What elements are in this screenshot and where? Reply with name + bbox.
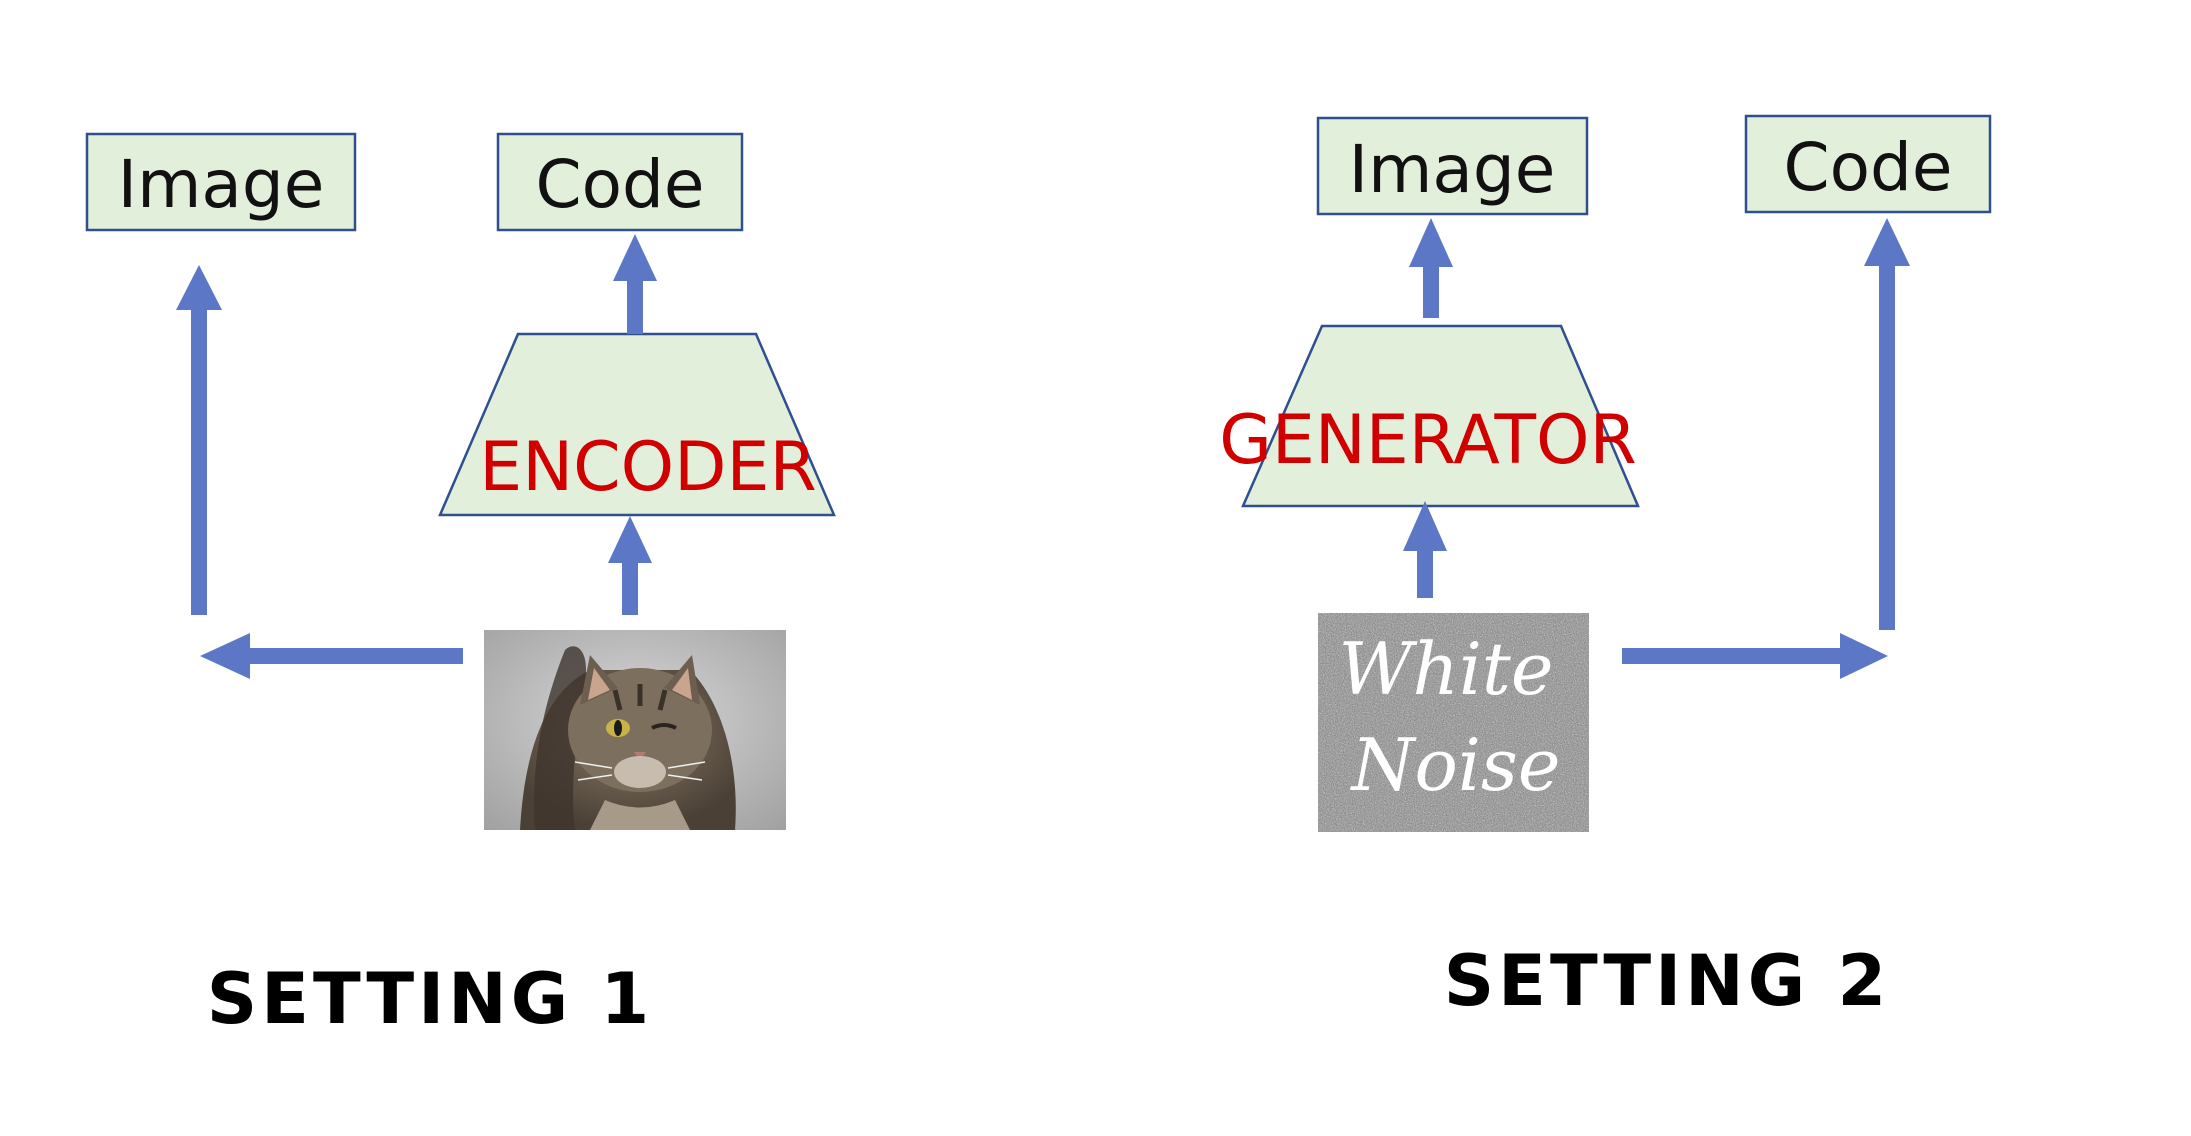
arrow-encoder-to-code: [613, 234, 657, 334]
arrow-noise-to-generator: [1403, 501, 1447, 598]
setting2-code-box: Code: [1744, 114, 1992, 214]
cat-photo: [484, 630, 786, 830]
setting1-image-label: Image: [118, 146, 325, 223]
noise-label-white: White: [1339, 627, 1554, 711]
encoder-label: ENCODER: [479, 428, 816, 507]
encoder-block: ENCODER: [438, 332, 836, 517]
noise-label-noise: Noise: [1350, 723, 1561, 807]
setting-1-caption: SETTING 1: [207, 958, 654, 1040]
setting-2-caption: SETTING 2: [1444, 940, 1891, 1022]
setting2-code-label: Code: [1784, 129, 1953, 206]
arrow-noise-to-code: [1622, 218, 1910, 679]
cat-head-shape: [568, 668, 712, 792]
arrow-generator-to-image: [1409, 218, 1453, 318]
setting2-image-box: Image: [1316, 116, 1589, 216]
arrow-cat-to-encoder: [608, 516, 652, 615]
setting2-image-label: Image: [1349, 131, 1556, 208]
generator-label: GENERATOR: [1219, 401, 1637, 480]
setting1-image-box: Image: [85, 132, 357, 232]
white-noise-image: White Noise: [1318, 613, 1589, 832]
generator-block: GENERATOR: [1219, 324, 1640, 508]
setting1-code-label: Code: [536, 146, 705, 223]
arrow-cat-to-image: [176, 265, 463, 679]
setting1-code-box: Code: [496, 132, 744, 232]
setting-1-group: Image Code ENCODER: [85, 132, 836, 830]
setting-2-group: Image Code GENERATOR: [1219, 114, 1992, 832]
